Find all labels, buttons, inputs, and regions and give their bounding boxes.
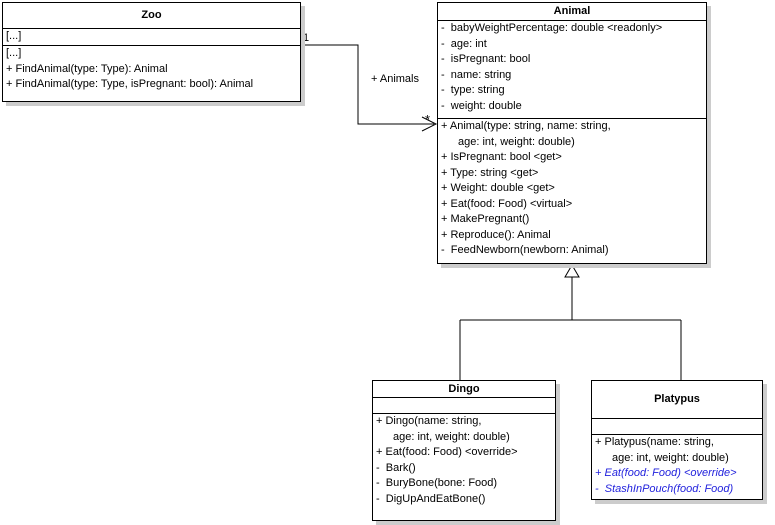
operation-row: age: int, weight: double) xyxy=(393,430,510,443)
class-name-dingo: Dingo xyxy=(448,383,480,395)
operation-row: age: int, weight: double) xyxy=(458,135,575,148)
operation-row: - DigUpAndEatBone() xyxy=(376,492,486,505)
attribute-row: - weight: double xyxy=(441,99,522,112)
class-box-dingo[interactable]: Dingo + Dingo(name: string, age: int, wei… xyxy=(372,380,556,521)
operation-row: + Eat(food: Food) <override> xyxy=(376,446,518,458)
attribute-compartment-animal: - babyWeightPercentage: double <readonly… xyxy=(438,20,706,118)
attribute-row: - babyWeightPercentage: double <readonly… xyxy=(441,22,663,34)
operation-row: + FindAnimal(type: Type): Animal xyxy=(6,62,168,75)
operation-compartment-platypus: + Platypus(name: string, age: int, weight… xyxy=(592,434,762,500)
operation-row: age: int, weight: double) xyxy=(612,451,729,464)
operation-row: - BuryBone(bone: Food) xyxy=(376,477,498,489)
attribute-compartment-zoo: [...] xyxy=(3,28,300,45)
attribute-row: - name: string xyxy=(441,68,512,81)
operation-row: + Eat(food: Food) <override> xyxy=(595,467,737,479)
class-box-platypus[interactable]: Platypus + Platypus(name: string, age: in… xyxy=(591,380,763,500)
operation-row: + Animal(type: string, name: string, xyxy=(441,120,611,132)
operation-row: + Dingo(name: string, xyxy=(376,415,482,427)
operation-row: + IsPregnant: bool <get> xyxy=(441,151,562,163)
attribute-row: - age: int xyxy=(441,37,487,50)
class-box-animal[interactable]: Animal - babyWeightPercentage: double <r… xyxy=(437,2,707,264)
operation-row: + Weight: double <get> xyxy=(441,182,555,194)
operation-row: - Bark() xyxy=(376,461,416,474)
attribute-row: - type: string xyxy=(441,84,505,96)
operation-row: + Reproduce(): Animal xyxy=(441,228,551,241)
attribute-row: [...] xyxy=(6,30,22,42)
generalization-tree xyxy=(459,264,682,380)
attribute-compartment-platypus xyxy=(592,418,762,434)
operation-compartment-dingo: + Dingo(name: string, age: int, weight: d… xyxy=(373,413,555,521)
class-name-animal: Animal xyxy=(553,5,591,17)
operation-row: - FeedNewborn(newborn: Animal) xyxy=(441,244,609,256)
operation-compartment-zoo: [...] + FindAnimal(type: Type): Animal + F… xyxy=(3,45,300,101)
operation-row: + MakePregnant() xyxy=(441,213,530,225)
association-multiplicity-target: * xyxy=(425,112,431,127)
association-multiplicity-source: 1 xyxy=(303,32,310,44)
association-role-label: + Animals xyxy=(371,73,419,85)
class-box-zoo[interactable]: Zoo [...] [...] + FindAnimal(type: Type):… xyxy=(2,2,301,102)
operation-row: + Eat(food: Food) <virtual> xyxy=(441,197,573,210)
operation-row: + FindAnimal(type: Type, isPregnant: boo… xyxy=(6,78,254,90)
operation-row: - StashInPouch(food: Food) xyxy=(595,482,734,495)
class-name-platypus: Platypus xyxy=(654,393,700,405)
operation-compartment-animal: + Animal(type: string, name: string, age:… xyxy=(438,118,706,264)
class-name-zoo: Zoo xyxy=(141,9,162,21)
attribute-row: - isPregnant: bool xyxy=(441,53,531,65)
association-zoo-animal xyxy=(301,44,438,132)
operation-row: + Platypus(name: string, xyxy=(595,436,714,448)
operation-row: [...] xyxy=(6,47,22,59)
operation-row: + Type: string <get> xyxy=(441,166,539,179)
hollow-triangle-arrowhead xyxy=(564,264,580,278)
attribute-compartment-dingo xyxy=(373,397,555,413)
